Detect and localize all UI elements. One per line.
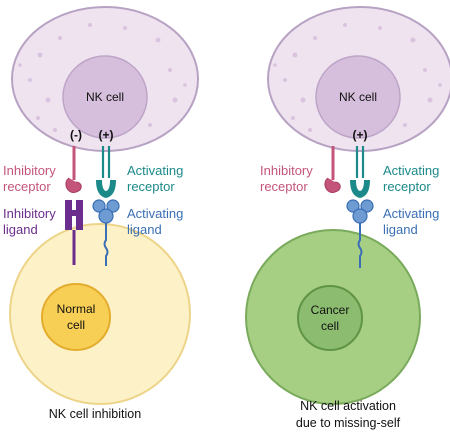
- inhibitory-ligand-label-line1: Inhibitory: [3, 206, 56, 221]
- cancer-cell-nucleus: [297, 285, 363, 351]
- inhibitory-receptor-label-line2: receptor: [3, 179, 51, 194]
- inhibitory-receptor-label-line1: Inhibitory: [260, 163, 313, 178]
- activating-ligand-label-line2: ligand: [383, 222, 418, 237]
- activating-ligand-label-line1: Activating: [383, 206, 439, 221]
- nk-granules: [18, 23, 187, 132]
- activating-ligand: [346, 199, 374, 224]
- normal-cell-nucleus: [41, 283, 111, 351]
- right-caption-line2: due to missing-self: [296, 416, 401, 430]
- nk-cell-nucleus: [62, 55, 148, 139]
- inhibitory-receptor-head: [65, 177, 82, 193]
- normal-cell-label-line1: Normal: [57, 302, 96, 316]
- activating-ligand-stem: [103, 223, 109, 266]
- activating-receptor-head: [350, 180, 370, 198]
- activating-receptor-head: [96, 180, 116, 198]
- nk-cell-nucleus: [315, 55, 401, 139]
- inhibitory-sign: (-): [70, 128, 82, 142]
- cancer-cell-label-line1: Cancer: [311, 303, 350, 317]
- activating-ligand-label-line2: ligand: [127, 222, 162, 237]
- left-caption: NK cell inhibition: [49, 407, 141, 421]
- normal-cell-label-line2: cell: [67, 318, 85, 332]
- activating-receptor-label-line2: receptor: [127, 179, 175, 194]
- cancer-cell-label-line2: cell: [321, 319, 339, 333]
- activating-ligand-stem: [357, 223, 363, 268]
- activating-sign: (+): [99, 128, 114, 142]
- inhibitory-receptor-label-line2: receptor: [260, 179, 308, 194]
- inhibitory-receptor-head: [324, 177, 341, 193]
- nk-cell-label: NK cell: [339, 90, 377, 104]
- left-panel: Normal cell NK cell (-) (+): [3, 6, 199, 421]
- inhibitory-ligand-bar: [65, 210, 83, 216]
- activating-ligand: [92, 199, 120, 224]
- activating-receptor-label-line1: Activating: [383, 163, 439, 178]
- nk-cell-label: NK cell: [86, 90, 124, 104]
- nk-granules: [273, 23, 442, 132]
- activating-sign: (+): [353, 128, 368, 142]
- activating-ligand-label-line1: Activating: [127, 206, 183, 221]
- inhibitory-receptor-label-line1: Inhibitory: [3, 163, 56, 178]
- activating-receptor-label-line1: Activating: [127, 163, 183, 178]
- right-caption-line1: NK cell activation: [300, 399, 396, 413]
- activating-receptor-label-line2: receptor: [383, 179, 431, 194]
- right-panel: Cancer cell NK cell (+) Inhibitory: [245, 6, 450, 430]
- inhibitory-ligand-label-line2: ligand: [3, 222, 38, 237]
